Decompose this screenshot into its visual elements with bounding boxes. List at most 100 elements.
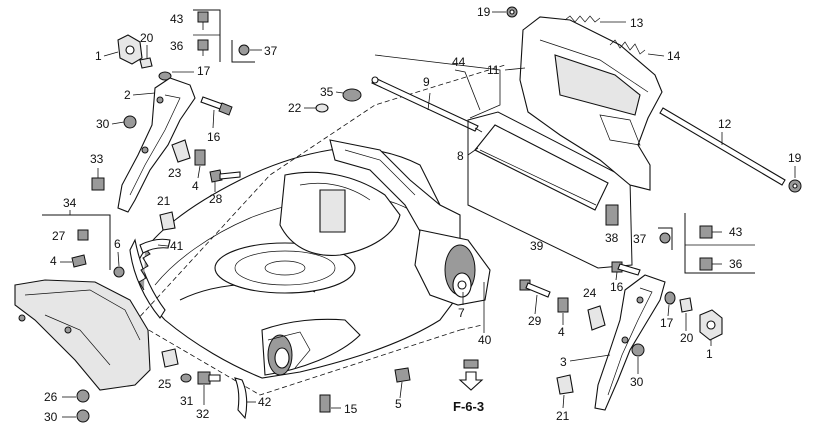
- cover-41: [139, 238, 171, 254]
- bolt-32: [197, 371, 221, 385]
- label-36b: 36: [729, 257, 743, 271]
- label-40: 40: [478, 333, 492, 347]
- bolt-29: [519, 279, 551, 298]
- label-20b: 20: [680, 331, 694, 345]
- collar-21-right: [556, 374, 574, 395]
- label-14: 14: [667, 49, 681, 63]
- label-37b: 37: [633, 232, 647, 246]
- label-43a: 43: [170, 12, 184, 26]
- nut-26: [76, 389, 90, 403]
- label-29: 29: [528, 314, 542, 328]
- label-16b: 16: [610, 280, 624, 294]
- reference-label: F-6-3: [453, 399, 484, 414]
- label-23: 23: [168, 166, 182, 180]
- collar-23: [171, 139, 191, 163]
- bolt-38: [605, 204, 619, 226]
- label-9: 9: [423, 75, 430, 89]
- label-13: 13: [630, 16, 644, 30]
- label-30b: 30: [44, 410, 58, 424]
- label-42: 42: [258, 395, 272, 409]
- collar-24: [587, 305, 606, 331]
- bolt-36-right: [699, 257, 722, 271]
- rear-cover-11: [519, 16, 663, 191]
- label-2: 2: [124, 88, 131, 102]
- bolt-36-top: [197, 39, 209, 56]
- reference-arrow: [458, 359, 484, 391]
- label-11: 11: [487, 63, 500, 77]
- label-41: 41: [170, 239, 184, 253]
- label-27: 27: [52, 229, 66, 243]
- label-4c: 4: [558, 325, 565, 339]
- label-1b: 1: [706, 347, 713, 361]
- label-12: 12: [718, 117, 732, 131]
- knob-1-right: [699, 309, 723, 341]
- rod-9: [371, 76, 483, 133]
- label-8: 8: [457, 149, 464, 163]
- label-3: 3: [560, 355, 567, 369]
- label-37a: 37: [264, 44, 278, 58]
- label-21b: 21: [556, 409, 570, 423]
- label-1a: 1: [95, 49, 102, 63]
- collar-25: [161, 348, 179, 368]
- handle-bracket-3: [594, 274, 666, 411]
- bracket-5: [394, 367, 411, 383]
- bolt-16-left: [200, 96, 233, 116]
- label-22: 22: [288, 101, 302, 115]
- bolt-15: [319, 394, 331, 413]
- plug-35: [342, 88, 362, 102]
- washer-37-right: [659, 232, 671, 244]
- nut-19-right: [788, 179, 802, 193]
- collar-21-left: [159, 211, 176, 231]
- label-28: 28: [209, 192, 223, 206]
- label-16a: 16: [207, 130, 221, 144]
- bolt-16-right: [611, 261, 641, 276]
- rod-12: [659, 107, 786, 186]
- knob-1-left: [117, 34, 143, 65]
- label-26: 26: [44, 390, 58, 404]
- clip-4-chute: [71, 254, 87, 268]
- nut-30-bottom: [76, 409, 90, 423]
- washer-31: [180, 373, 192, 383]
- cover-42: [234, 377, 248, 420]
- bolt-33: [91, 177, 105, 191]
- spring-13: [564, 15, 601, 23]
- flap-8: [474, 124, 609, 211]
- mower-deck: [129, 139, 491, 379]
- bolt-43-top: [197, 11, 209, 30]
- label-19a: 19: [477, 5, 491, 19]
- nut-30-left: [123, 115, 137, 129]
- bushing-22: [315, 103, 329, 113]
- label-38: 38: [605, 231, 619, 245]
- label-4b: 4: [50, 254, 57, 268]
- nut-6: [113, 266, 125, 278]
- label-34: 34: [63, 196, 77, 210]
- label-17b: 17: [660, 316, 674, 330]
- label-33: 33: [90, 152, 104, 166]
- washer-37-top: [238, 44, 250, 56]
- clip-4-right: [557, 297, 569, 313]
- label-43b: 43: [729, 225, 743, 239]
- label-44: 44: [452, 55, 466, 69]
- label-36a: 36: [170, 39, 184, 53]
- label-30c: 30: [630, 375, 644, 389]
- label-39: 39: [530, 239, 544, 253]
- bolt-43-right: [699, 225, 722, 239]
- washer-17-left: [158, 71, 172, 81]
- label-4a: 4: [192, 179, 199, 193]
- label-32: 32: [196, 407, 210, 421]
- label-15: 15: [344, 402, 358, 416]
- clip-4-left: [194, 149, 206, 166]
- spring-14: [609, 39, 646, 55]
- label-21a: 21: [157, 194, 171, 208]
- nut-19-top: [506, 6, 518, 18]
- deck-group-outline: [134, 54, 506, 396]
- washer-17-right: [664, 291, 676, 305]
- chute-cover: [14, 279, 151, 391]
- label-19b: 19: [788, 151, 802, 165]
- handle-bracket-2: [117, 77, 196, 213]
- washer-20-left: [139, 57, 153, 69]
- label-31: 31: [180, 394, 194, 408]
- bolt-27: [77, 229, 89, 241]
- label-6: 6: [114, 237, 121, 251]
